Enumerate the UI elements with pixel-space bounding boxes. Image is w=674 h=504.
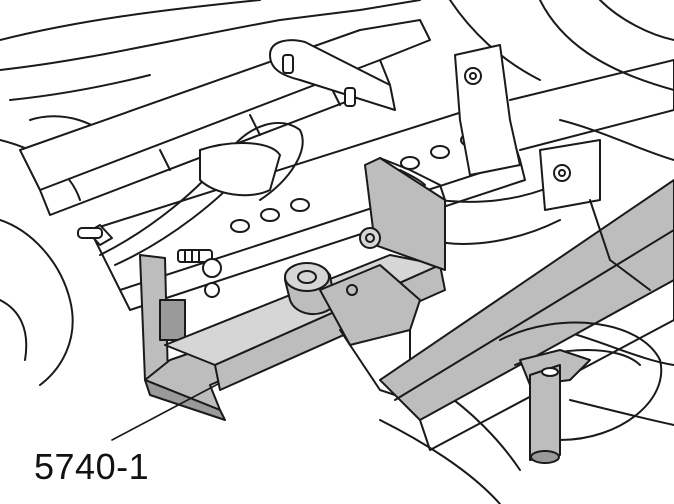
special-tool-5740-1 — [139, 157, 446, 421]
callout-leader-line — [111, 383, 219, 441]
bolt — [177, 249, 222, 298]
part-number-label: 5740-1 — [34, 446, 150, 487]
pin-handle — [529, 364, 561, 464]
side-bracket-plate — [454, 44, 674, 211]
control-arm — [77, 121, 304, 266]
mounting-bracket — [269, 39, 396, 111]
